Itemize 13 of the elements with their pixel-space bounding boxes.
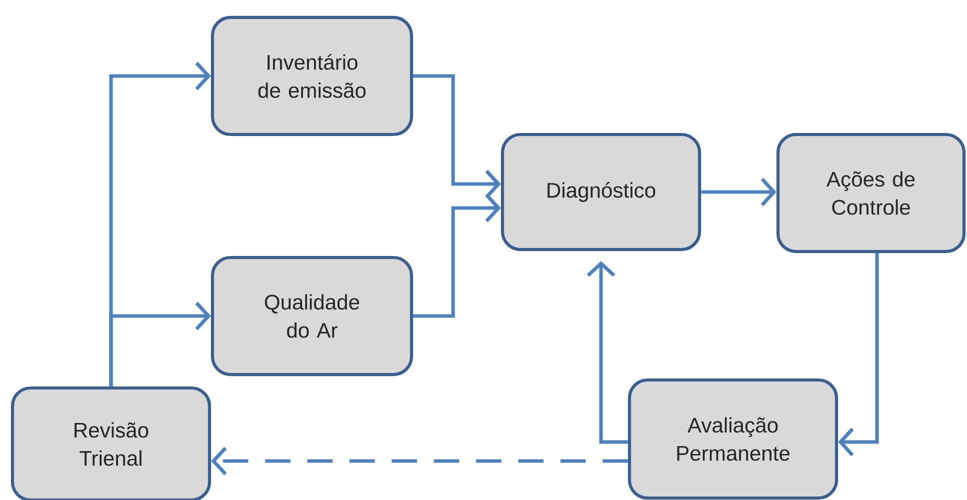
process-box: Ações de Controle [776, 132, 966, 254]
arrow [838, 253, 879, 456]
process-box: Diagnóstico [500, 132, 702, 252]
process-box: Inventário de emissão [210, 16, 414, 136]
process-box: Qualidade do Ar [210, 256, 414, 376]
arrow [701, 178, 776, 206]
arrow [413, 194, 501, 318]
process-box: Revisão Trienal [10, 386, 212, 500]
arrow [413, 74, 501, 198]
dashed-arrow [211, 446, 628, 476]
arrow [586, 261, 628, 444]
arrow [109, 302, 211, 386]
process-box: Avaliação Permanente [628, 378, 838, 500]
